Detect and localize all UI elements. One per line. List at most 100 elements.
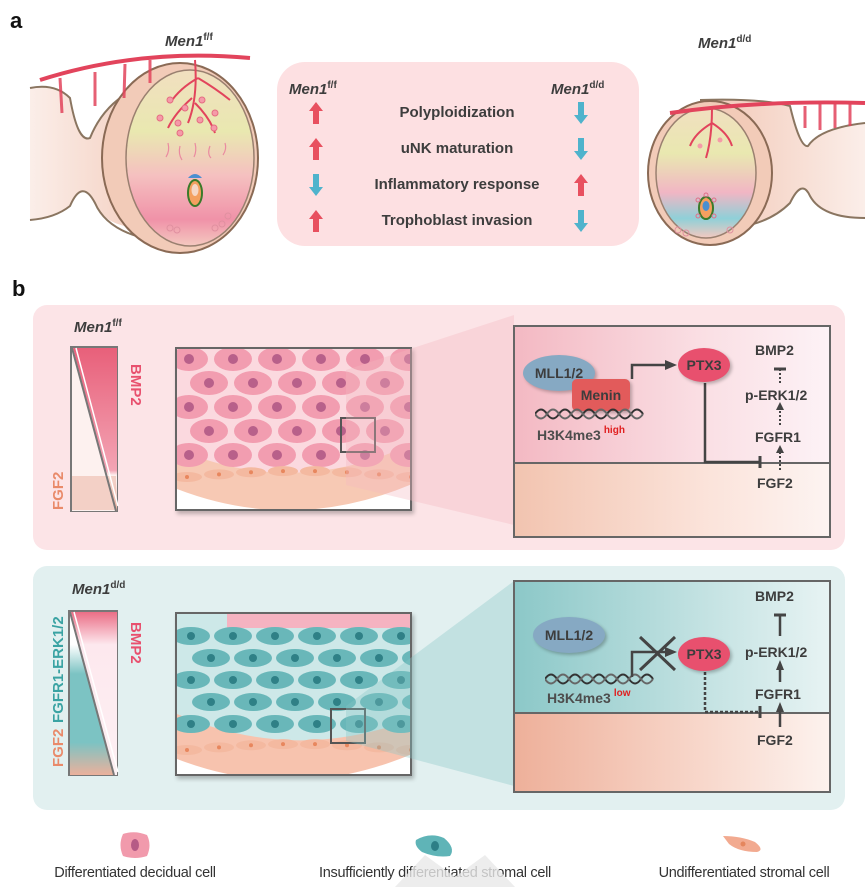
watermark-chevron-icon: [395, 855, 515, 887]
insufficient-stromal-cell: [214, 715, 252, 733]
fgf2-node-control: FGF2: [757, 475, 793, 491]
fgfr1-node-control: FGFR1: [755, 429, 801, 445]
insufficient-stromal-cell: [177, 715, 210, 733]
stromal-cell: [236, 467, 266, 478]
gradient-bar-knockout: [68, 610, 119, 776]
insufficient-stromal-cell: [298, 671, 336, 689]
phenotype-row: Trophoblast invasion: [277, 207, 639, 235]
decidual-cell: [258, 349, 296, 371]
bmp2-node-control: BMP2: [755, 342, 794, 358]
insufficient-stromal-cell: [318, 649, 356, 667]
stromal-cell: [177, 472, 202, 482]
insufficient-stromal-cell: [256, 715, 294, 733]
phenotype-header-control: Men1f/f: [289, 80, 337, 98]
decidual-cell: [234, 371, 272, 395]
phenotype-label: uNK maturation: [400, 140, 514, 157]
decidual-cell: [390, 349, 410, 371]
bmp2-gradient-label-control: BMP2: [127, 364, 144, 406]
perk-node-control: p-ERK1/2: [745, 387, 808, 403]
stromal-cell: [204, 469, 234, 480]
phenotype-comparison-box: Men1f/f Men1d/d Polyploidization uNK matu…: [277, 62, 639, 246]
stromal-cell: [236, 740, 266, 751]
insufficient-stromal-cell: [192, 693, 230, 711]
decidual-cell: [258, 443, 296, 467]
decidual-cell: [390, 395, 410, 419]
decidual-cell: [322, 371, 360, 395]
bmp2-node-knockout: BMP2: [755, 588, 794, 604]
stromal-cell: [364, 469, 394, 480]
stromal-cell: [204, 742, 234, 753]
legend-item-undifferentiated-stromal: Undifferentiated stromal cell: [620, 830, 868, 881]
genotype-label-knockout: Men1d/d: [698, 34, 752, 52]
insufficient-stromal-cell: [298, 715, 336, 733]
insufficient-stromal-cell: [177, 627, 210, 645]
decidual-cell: [214, 349, 252, 371]
decidual-cell: [190, 419, 228, 443]
decidual-cell: [177, 443, 208, 467]
implantation-site-knockout-illustration: [647, 98, 866, 246]
zoom-region-marker-control: [340, 417, 376, 453]
phenotype-label: Polyploidization: [399, 104, 515, 121]
insufficient-stromal-cell-icon: [415, 835, 452, 857]
menin-node: Menin: [572, 379, 630, 411]
arrow-up-icon: [574, 174, 588, 196]
zoom-projection-control: [346, 315, 514, 525]
fgf2-node-knockout: FGF2: [757, 732, 793, 748]
insufficient-stromal-cell: [256, 671, 294, 689]
decidual-cell: [177, 395, 208, 419]
genotype-label-control-b: Men1f/f: [74, 318, 122, 336]
decidual-cell: [346, 349, 384, 371]
fgf2-gradient-label-control: FGF2: [50, 471, 67, 510]
insufficient-stromal-cell: [402, 650, 410, 666]
phenotype-row: uNK maturation: [277, 135, 639, 163]
phenotype-label: Inflammatory response: [374, 176, 540, 193]
insufficient-stromal-cell: [382, 671, 410, 689]
dna-helix-icon-knockout: [545, 673, 654, 685]
stroma-layer-control: [515, 462, 829, 536]
decidual-cell: [278, 419, 316, 443]
insufficient-stromal-cell: [340, 627, 378, 645]
decidual-cell: [258, 395, 296, 419]
insufficient-stromal-cell: [276, 649, 314, 667]
arrow-up-icon: [309, 102, 323, 124]
decidual-cell: [302, 443, 340, 467]
decidual-cell: [234, 419, 272, 443]
decidual-cell: [278, 371, 316, 395]
stroma-layer-knockout: [515, 712, 829, 791]
decidual-cell: [302, 349, 340, 371]
decidual-cell: [214, 443, 252, 467]
stromal-cell: [300, 739, 330, 750]
stromal-cell: [268, 466, 298, 477]
insufficient-stromal-cell: [318, 693, 356, 711]
arrow-up-icon: [309, 210, 323, 232]
insufficient-stromal-cell: [340, 715, 378, 733]
insufficient-stromal-cell: [340, 671, 378, 689]
ptx3-node-control: PTX3: [678, 348, 730, 382]
phenotype-header-knockout: Men1d/d: [551, 80, 605, 98]
arrow-down-icon: [574, 210, 588, 232]
stromal-cell: [268, 739, 298, 750]
phenotype-row: Polyploidization: [277, 99, 639, 127]
arrow-up-icon: [309, 138, 323, 160]
decidual-cell: [190, 371, 228, 395]
phenotype-row: Inflammatory response: [277, 171, 639, 199]
decidual-cell: [177, 349, 208, 371]
genotype-label-knockout-b: Men1d/d: [72, 580, 126, 598]
insufficient-stromal-cell: [177, 671, 210, 689]
decidual-cell: [390, 443, 410, 467]
stromal-cell: [300, 466, 330, 477]
legend-item-decidual: Differentiated decidual cell: [0, 830, 270, 881]
panel-a-label: a: [10, 8, 23, 33]
stromal-cell: [364, 742, 394, 753]
fgf2-gradient-label-knockout: FGF2: [50, 728, 67, 767]
insufficient-stromal-cell: [256, 627, 294, 645]
decidual-cell-icon: [120, 832, 150, 858]
decidual-cell: [214, 395, 252, 419]
pathway-arrows-control: [630, 360, 786, 472]
decidual-cell: [366, 371, 404, 395]
mll-node-knockout: MLL1/2: [533, 617, 605, 653]
fgfr1-node-knockout: FGFR1: [755, 686, 801, 702]
